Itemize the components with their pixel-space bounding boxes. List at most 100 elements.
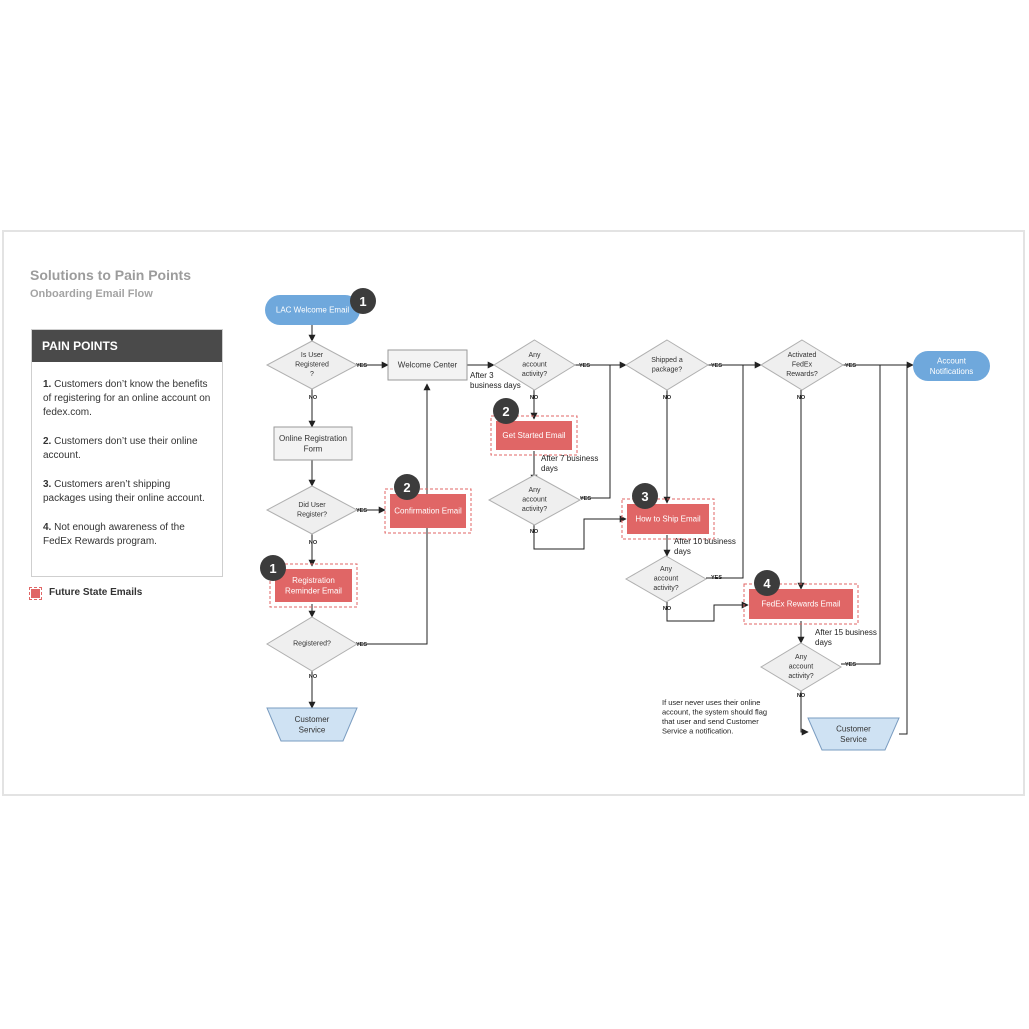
node-label: Get Started Email	[502, 431, 565, 440]
node-label: Welcome Center	[398, 361, 458, 370]
node-label: Is User	[301, 352, 324, 359]
pain-point-text: Customers aren’t shipping packages using…	[43, 479, 205, 504]
node-activity2: Any account activity?	[487, 474, 582, 526]
node-label: Register?	[297, 511, 327, 518]
node-label: FedEx Rewards Email	[761, 600, 840, 609]
flow-connectors	[308, 324, 914, 736]
node-how-to-ship: How to Ship Email	[621, 498, 715, 540]
step-badge: 1	[260, 555, 286, 581]
badge-number: 3	[641, 489, 648, 504]
delay-label: After 15 business	[815, 628, 877, 637]
node-activity1: Any account activity?	[493, 339, 576, 391]
flow-badges: 1 2 1 2 3 4	[260, 288, 780, 596]
legend-swatch	[29, 587, 42, 600]
pain-point-number: 2.	[43, 436, 52, 447]
step-badge: 2	[493, 398, 519, 424]
node-label: Any	[660, 566, 673, 573]
no-label: NO	[309, 540, 318, 546]
badge-number: 1	[269, 561, 276, 576]
no-label: NO	[663, 395, 672, 401]
no-label: NO	[309, 674, 318, 680]
node-label: Reminder Email	[285, 586, 342, 595]
no-label: NO	[797, 693, 806, 699]
node-welcome-center: Welcome Center	[387, 349, 468, 381]
connector	[666, 601, 749, 622]
connector	[841, 365, 881, 665]
legend-label: Future State Emails	[49, 587, 143, 598]
flow-note: account, the system should flag	[662, 708, 767, 717]
yes-label: YES	[845, 363, 856, 369]
no-label: NO	[530, 529, 539, 535]
step-badge: 3	[632, 483, 658, 509]
node-label: Registration	[292, 576, 335, 585]
node-confirmation: Confirmation Email	[384, 488, 472, 534]
node-label: FedEx	[792, 362, 813, 369]
node-label: Customer	[836, 724, 871, 733]
node-label: Any	[795, 654, 808, 661]
pain-point-item: 1. Customers don’t know the benefits of …	[43, 378, 215, 420]
no-label: NO	[309, 395, 318, 401]
node-label: Service	[840, 735, 867, 744]
node-label: activity?	[522, 506, 547, 513]
step-badge: 1	[350, 288, 376, 314]
pain-point-number: 1.	[43, 379, 52, 390]
step-badge: 4	[754, 570, 780, 596]
node-label: Rewards?	[786, 371, 818, 378]
delay-label: After 7 business	[541, 454, 598, 463]
pain-point-number: 4.	[43, 522, 52, 533]
connector	[800, 691, 809, 736]
yes-label: YES	[356, 363, 367, 369]
node-label: Notifications	[930, 367, 974, 376]
pain-point-number: 3.	[43, 479, 52, 490]
node-label: Any	[528, 487, 541, 494]
yes-label: YES	[356, 508, 367, 514]
node-label: ?	[310, 371, 314, 378]
node-label: Did User	[298, 502, 326, 509]
badge-number: 1	[359, 294, 366, 309]
node-registered-q: Registered?	[266, 616, 358, 672]
flow-edge-labels: YESNOYESNOYESNOYESNOYESNOYESNOYESNOYESNO…	[309, 363, 877, 736]
node-label: Confirmation Email	[394, 507, 462, 516]
yes-label: YES	[845, 662, 856, 668]
badge-number: 2	[502, 404, 509, 419]
flow-note: Service a notification.	[662, 727, 733, 736]
delay-label: After 10 business	[674, 537, 736, 546]
delay-label: days	[815, 638, 832, 647]
pain-point-item: 2. Customers don’t use their online acco…	[43, 435, 215, 463]
node-label: activity?	[653, 585, 678, 592]
connector	[706, 365, 744, 579]
no-label: NO	[797, 395, 806, 401]
node-label: account	[522, 362, 547, 369]
node-label: activity?	[788, 673, 813, 680]
connector	[533, 515, 627, 550]
badge-number: 4	[763, 576, 771, 591]
no-label: NO	[530, 395, 539, 401]
yes-label: YES	[579, 363, 590, 369]
badge-number: 2	[403, 480, 410, 495]
node-label: activity?	[522, 371, 547, 378]
pain-point-text: Customers don’t know the benefits of reg…	[43, 379, 211, 418]
node-label: account	[789, 664, 814, 671]
node-label: Any	[528, 352, 541, 359]
no-label: NO	[663, 606, 672, 612]
step-badge: 2	[394, 474, 420, 500]
node-label: Customer	[295, 715, 330, 724]
node-label: Registered	[295, 362, 329, 369]
node-label: account	[522, 497, 547, 504]
flow-note: If user never uses their online	[662, 698, 760, 707]
yes-label: YES	[356, 642, 367, 648]
page-title: Solutions to Pain Points	[30, 267, 191, 283]
flow-note: that user and send Customer	[662, 717, 759, 726]
pain-point-item: 3. Customers aren’t shipping packages us…	[43, 478, 215, 506]
node-lac-welcome: LAC Welcome Email	[265, 295, 360, 325]
pain-point-text: Not enough awareness of the FedEx Reward…	[43, 522, 185, 547]
yes-label: YES	[711, 363, 722, 369]
node-activity4: Any account activity?	[760, 642, 842, 692]
